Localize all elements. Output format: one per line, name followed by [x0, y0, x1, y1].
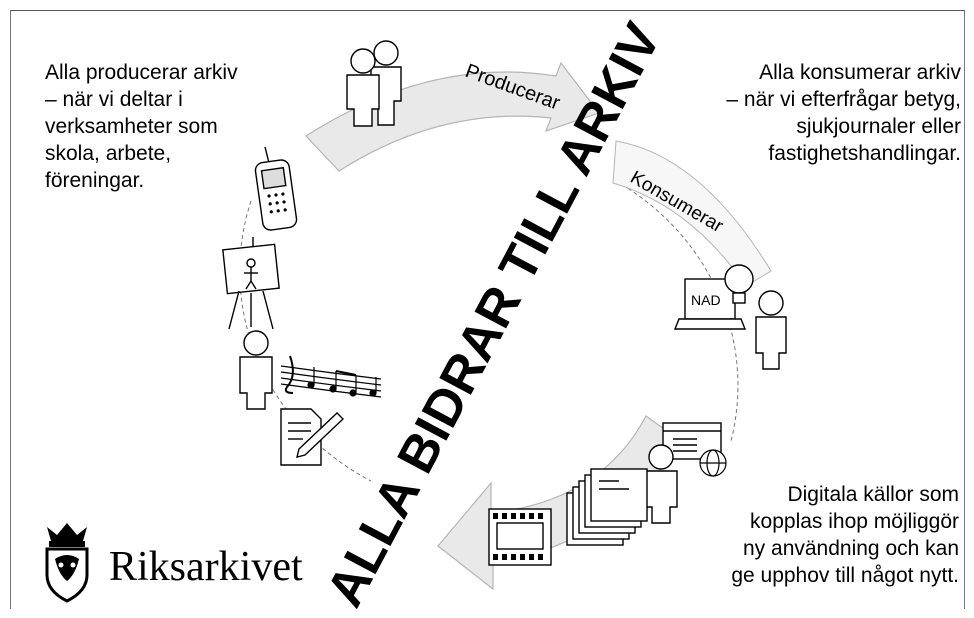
- text-line: kopplas ihop möjliggör: [750, 510, 959, 533]
- text-line: verksamheter som: [45, 115, 218, 138]
- text-line: Alla producerar arkiv: [45, 61, 238, 84]
- person-icon: [239, 330, 273, 410]
- lightbulb-icon: [724, 264, 754, 304]
- text-line: Alla konsumerar arkiv: [759, 61, 961, 84]
- mobile-phone-icon: [254, 146, 298, 231]
- cycle-diagram: Producerar Konsumerar ALLA BIDRAR TILL A…: [222, 14, 787, 609]
- text-digital-sources-description: Digitala källor som kopplas ihop möjligg…: [701, 481, 959, 589]
- text-line: – när vi deltar i: [45, 88, 183, 111]
- logo-wordmark: Riksarkivet: [109, 544, 303, 590]
- document-pen-icon: [280, 408, 345, 466]
- document-stack-icon: [566, 468, 648, 546]
- computer-screen-label: NAD: [691, 292, 721, 308]
- text-produce-description: Alla producerar arkiv – när vi deltar i …: [45, 59, 265, 194]
- slide: Alla producerar arkiv – när vi deltar i …: [10, 10, 965, 609]
- person-icon: [644, 444, 678, 524]
- text-line: sjukjournaler eller: [796, 115, 961, 138]
- text-line: föreningar.: [45, 169, 145, 192]
- text-line: Digitala källor som: [787, 483, 959, 506]
- consume-arrow: [612, 140, 772, 287]
- globe-icon: [699, 449, 727, 477]
- easel-icon: [222, 237, 280, 330]
- film-strip-icon: [488, 508, 552, 566]
- text-line: ny användning och kan: [743, 537, 959, 560]
- text-line: fastighetshandlingar.: [768, 142, 961, 165]
- person-icon: [755, 290, 787, 370]
- riksarkivet-logo: Riksarkivet: [37, 519, 327, 603]
- crown-shield-logo-icon: [45, 523, 89, 603]
- people-icon: [346, 40, 402, 127]
- text-line: skola, arbete,: [45, 142, 172, 165]
- text-line: ge upphov till något nytt.: [731, 564, 959, 587]
- text-consume-description: Alla konsumerar arkiv – när vi efterfråg…: [701, 59, 961, 167]
- text-line: – när vi efterfrågar betyg,: [726, 88, 961, 111]
- music-notes-icon: [280, 355, 382, 398]
